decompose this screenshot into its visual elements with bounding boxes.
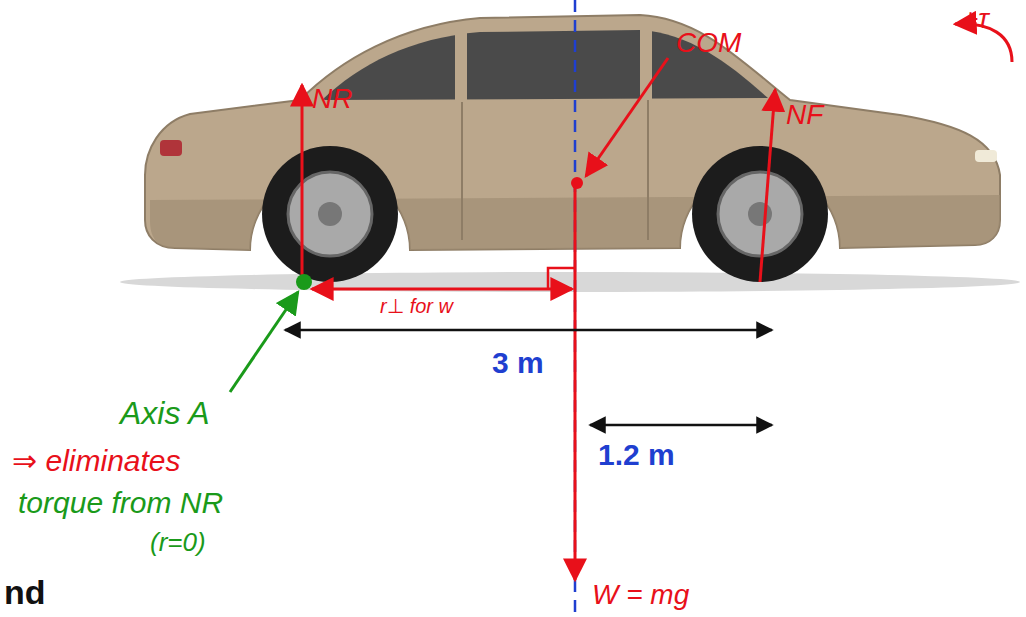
car-pillar (455, 30, 467, 102)
ground-shadow (120, 272, 1020, 292)
tail-light (160, 140, 182, 156)
rear-wheel (262, 146, 398, 282)
normal-force-rear (301, 85, 304, 282)
lever-arm-arrow (312, 288, 572, 291)
com-label: COM (676, 28, 741, 59)
weight-arrow (574, 185, 577, 580)
axis-label: Axis A (120, 396, 210, 431)
force-label: NF (786, 100, 823, 131)
note: ⇒ eliminates (12, 444, 181, 477)
weight-label: W = mg (592, 580, 689, 611)
cut-word: nd (4, 574, 46, 611)
right-angle-mark (548, 268, 575, 289)
dimension-arrow (590, 424, 772, 427)
com-line (574, 0, 577, 617)
com-leader (586, 58, 668, 176)
note: torque from NR (18, 486, 223, 519)
torque-sign: +τ (962, 4, 989, 35)
axis-leader (230, 292, 298, 392)
front-wheel (692, 146, 828, 282)
com-dot (571, 177, 583, 189)
normal-force-front (760, 90, 775, 282)
dimension: 3 m (492, 346, 544, 379)
lever-arm-label: r⊥ for w (380, 295, 453, 317)
force-label: NR (312, 84, 352, 115)
dimension: 1.2 m (598, 438, 675, 471)
head-light (975, 150, 997, 162)
door-line (461, 102, 463, 240)
note: (r=0) (150, 528, 206, 557)
dimension-arrow (285, 329, 772, 332)
axis-dot (296, 274, 312, 290)
door-line (647, 100, 649, 240)
